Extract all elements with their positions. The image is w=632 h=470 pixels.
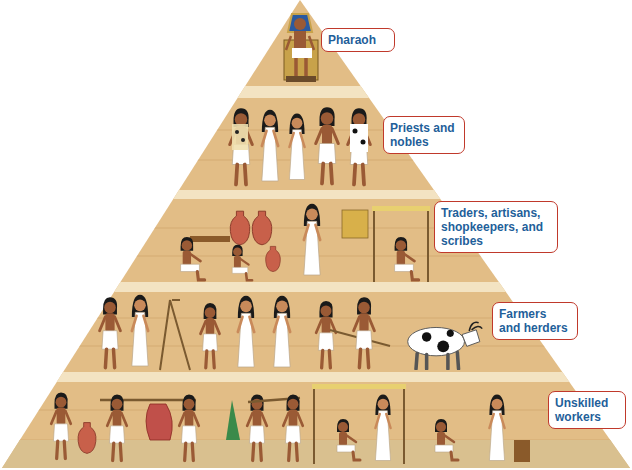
tier-label: Traders, artisans, shopkeepers, and scri… [434,201,558,253]
tier-label-text: Pharaoh [328,33,388,47]
tier-separators [0,86,632,468]
tier-label: Priests and nobles [383,116,465,154]
tier-label: Pharaoh [321,28,395,52]
tier-label: Farmers and herders [492,302,578,340]
tier-label-text: Priests and nobles [390,121,458,149]
farmers-and-herders-figures [100,295,483,370]
tier-label-text: Unskilled workers [555,396,619,424]
pharaoh-figure [284,14,318,82]
tier-label-text: Traders, artisans, shopkeepers, and scri… [441,206,551,248]
unskilled-workers-figures [51,384,530,464]
priests-and-nobles-figures [230,107,371,184]
tier-label: Unskilled workers [548,391,626,429]
traders-artisans-figures [181,204,430,282]
tier-label-text: Farmers and herders [499,307,571,335]
